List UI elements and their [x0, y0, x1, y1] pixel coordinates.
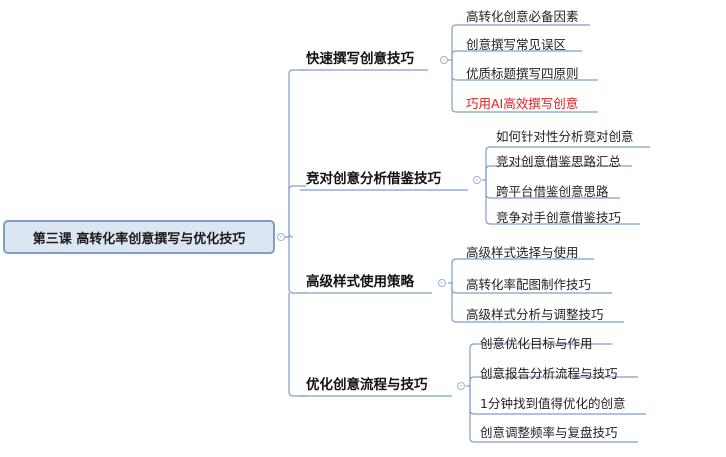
branch-3-label[interactable]: 高级样式使用策略 [306, 274, 414, 290]
branch-1-leaf-1[interactable]: 高转化创意必备因素 [466, 9, 579, 24]
collapse-toggle-icon[interactable]: - [438, 279, 446, 287]
branch-4-leaf-3[interactable]: 1分钟找到值得优化的创意 [480, 396, 626, 411]
branch-1-leaf-2[interactable]: 创意撰写常见误区 [466, 37, 567, 52]
branch-1-leaf-3[interactable]: 优质标题撰写四原则 [466, 66, 579, 81]
branch-1-leaf-4[interactable]: 巧用AI高效撰写创意 [466, 96, 579, 111]
branch-3-leaf-3[interactable]: 高级样式分析与调整技巧 [466, 307, 604, 322]
branch-4-leaf-4[interactable]: 创意调整频率与复盘技巧 [480, 425, 618, 440]
collapse-toggle-icon[interactable]: - [440, 56, 448, 64]
collapse-toggle-icon[interactable]: - [473, 176, 481, 184]
branch-2-leaf-2[interactable]: 竞对创意借鉴思路汇总 [496, 154, 622, 169]
branch-2-leaf-3[interactable]: 跨平台借鉴创意思路 [496, 184, 609, 199]
branch-1-label[interactable]: 快速撰写创意技巧 [306, 51, 414, 67]
collapse-toggle-icon[interactable]: - [277, 233, 285, 241]
root-node[interactable]: 第三课 高转化率创意撰写与优化技巧 [3, 220, 275, 254]
branch-3-leaf-2[interactable]: 高转化率配图制作技巧 [466, 277, 592, 292]
branch-4-leaf-2[interactable]: 创意报告分析流程与技巧 [480, 366, 618, 381]
branch-4-label[interactable]: 优化创意流程与技巧 [306, 377, 428, 393]
branch-4-leaf-1[interactable]: 创意优化目标与作用 [480, 336, 593, 351]
collapse-toggle-icon[interactable]: - [457, 382, 465, 390]
root-label: 第三课 高转化率创意撰写与优化技巧 [32, 231, 246, 247]
branch-2-label[interactable]: 竞对创意分析借鉴技巧 [306, 171, 441, 187]
branch-3-leaf-1[interactable]: 高级样式选择与使用 [466, 245, 579, 260]
branch-2-leaf-1[interactable]: 如何针对性分析竞对创意 [496, 129, 634, 144]
branch-2-leaf-4[interactable]: 竞争对手创意借鉴技巧 [496, 210, 622, 225]
